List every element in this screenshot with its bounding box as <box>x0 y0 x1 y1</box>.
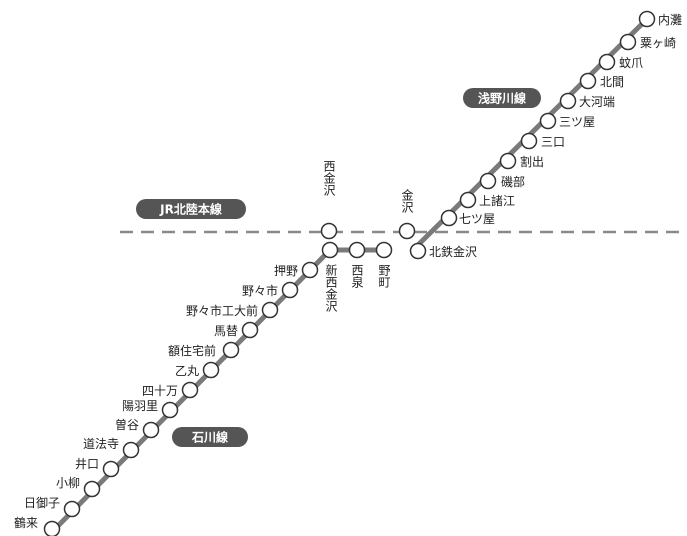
svg-text:野町: 野町 <box>377 264 391 288</box>
station-iguchi[interactable]: 井口 <box>75 457 120 478</box>
svg-text:日御子: 日御子 <box>24 495 60 510</box>
station-mitsuya[interactable]: 三ツ屋 <box>539 112 596 130</box>
svg-text:磯部: 磯部 <box>501 174 525 189</box>
svg-text:野々市工大前: 野々市工大前 <box>186 303 258 318</box>
station-otomaru[interactable]: 乙丸 <box>175 361 220 379</box>
svg-text:新西金沢: 新西金沢 <box>324 263 338 313</box>
svg-text:三口: 三口 <box>541 135 565 149</box>
station-uchinada[interactable]: 内灘 <box>638 10 683 28</box>
ishikawa-line-badge: 石川線 <box>172 427 248 447</box>
station-oyanagi[interactable]: 小柳 <box>56 476 101 498</box>
svg-text:三ツ屋: 三ツ屋 <box>559 115 595 129</box>
station-waride[interactable]: 割出 <box>499 152 545 170</box>
svg-text:割出: 割出 <box>520 154 544 169</box>
station-shin-nishi-kanazawa[interactable]: 新西金沢 <box>321 241 339 313</box>
station-nomachi[interactable]: 野町 <box>375 241 393 289</box>
station-hokutetsu-kanazawa[interactable]: 北鉄金沢 <box>409 242 478 260</box>
svg-text:内灘: 内灘 <box>658 13 682 27</box>
svg-text:馬替: 馬替 <box>214 324 238 338</box>
station-kamimoroe[interactable]: 上諸江 <box>459 191 516 209</box>
station-nishi-kanazawa[interactable]: 西金沢 <box>320 160 338 240</box>
station-nukajuutakumae[interactable]: 額住宅前 <box>168 341 240 359</box>
station-kitama[interactable]: 北間 <box>579 72 625 90</box>
svg-text:陽羽里: 陽羽里 <box>122 399 158 413</box>
svg-text:大河端: 大河端 <box>579 95 615 109</box>
station-nonoichi-kodaimae[interactable]: 野々市工大前 <box>186 301 279 319</box>
svg-text:金沢: 金沢 <box>400 188 414 214</box>
station-tsurugi[interactable]: 鶴来 <box>14 515 61 536</box>
station-ookabata[interactable]: 大河端 <box>559 92 616 110</box>
svg-text:鶴来: 鶴来 <box>14 515 38 530</box>
svg-text:石川線: 石川線 <box>191 430 228 445</box>
svg-text:粟ヶ崎: 粟ヶ崎 <box>640 36 676 50</box>
svg-text:北間: 北間 <box>600 75 624 89</box>
jr-hokuriku-line-badge: JR北陸本線 <box>136 199 246 219</box>
station-nonoichi[interactable]: 野々市 <box>242 281 299 299</box>
svg-text:押野: 押野 <box>274 264 298 278</box>
station-kaya[interactable]: 蚊爪 <box>598 53 644 71</box>
station-magae[interactable]: 馬替 <box>214 321 259 339</box>
svg-text:曽谷: 曽谷 <box>115 417 139 432</box>
station-isobe[interactable]: 磯部 <box>479 172 526 190</box>
asanogawa-line-badge: 浅野川線 <box>463 88 541 108</box>
svg-text:七ツ屋: 七ツ屋 <box>459 212 495 226</box>
svg-text:井口: 井口 <box>75 457 99 471</box>
station-dohoji[interactable]: 道法寺 <box>83 437 140 459</box>
station-youbari[interactable]: 陽羽里 <box>122 399 179 419</box>
station-shijikkamachi[interactable]: 四十万 <box>142 381 199 399</box>
svg-text:小柳: 小柳 <box>56 476 80 490</box>
station-nishiizumi[interactable]: 西泉 <box>348 241 366 289</box>
svg-text:額住宅前: 額住宅前 <box>168 343 216 358</box>
station-awagasaki[interactable]: 粟ヶ崎 <box>619 33 677 51</box>
svg-text:野々市: 野々市 <box>242 283 278 298</box>
svg-text:四十万: 四十万 <box>142 384 178 398</box>
svg-text:西泉: 西泉 <box>350 264 364 288</box>
svg-text:上諸江: 上諸江 <box>479 193 515 208</box>
svg-text:浅野川線: 浅野川線 <box>478 91 526 106</box>
svg-text:乙丸: 乙丸 <box>175 364 199 378</box>
svg-text:蚊爪: 蚊爪 <box>619 55 643 70</box>
svg-text:西金沢: 西金沢 <box>322 160 336 197</box>
svg-text:北鉄金沢: 北鉄金沢 <box>429 244 477 259</box>
svg-text:JR北陸本線: JR北陸本線 <box>159 202 222 217</box>
station-sanguchi[interactable]: 三口 <box>520 132 566 150</box>
station-kanazawa[interactable]: 金沢 <box>398 188 416 240</box>
station-sodani[interactable]: 曽谷 <box>115 417 160 439</box>
svg-text:道法寺: 道法寺 <box>83 437 119 451</box>
station-nanatsuya[interactable]: 七ツ屋 <box>440 209 496 227</box>
station-hinomiko[interactable]: 日御子 <box>24 495 81 518</box>
station-oshino[interactable]: 押野 <box>274 261 319 279</box>
